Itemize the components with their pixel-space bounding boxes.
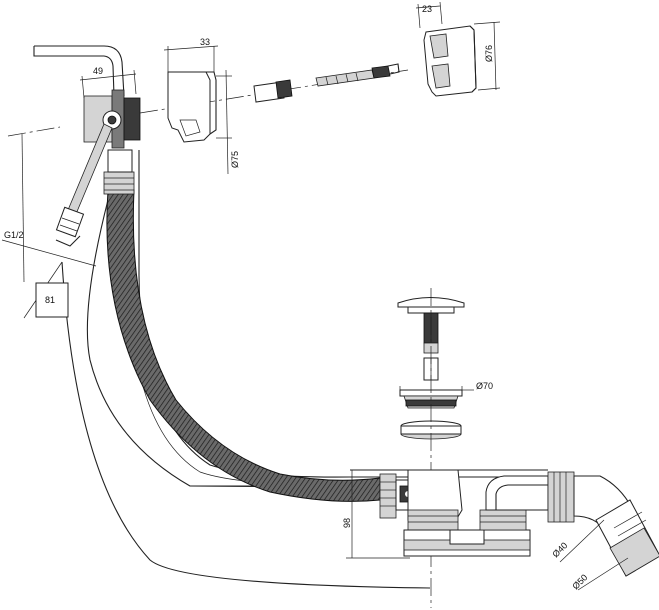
connector-and-rod [253, 63, 400, 103]
dim-label-33: 33 [200, 37, 210, 47]
dim-label-diameter-76: Ø76 [484, 45, 494, 62]
overflow-cover [423, 25, 477, 97]
dim-label-23: 23 [422, 4, 432, 14]
overflow-body [167, 46, 217, 143]
dim-label-98: 98 [342, 518, 352, 528]
dim-label-diameter-70: Ø70 [476, 381, 493, 391]
dim-label-diameter-50: Ø50 [570, 572, 589, 591]
waste-trap [379, 469, 659, 577]
dim-label-diameter-40: Ø40 [550, 540, 569, 559]
dim-label-49: 49 [93, 66, 103, 76]
corrugated-hose [103, 149, 381, 502]
dim-label-thread: G1/2 [4, 230, 24, 240]
dim-box-81: 81 [35, 282, 69, 318]
overflow-assembly [55, 89, 141, 247]
dim-label-diameter-75: Ø75 [230, 151, 240, 168]
dim-label-81: 81 [45, 295, 55, 305]
